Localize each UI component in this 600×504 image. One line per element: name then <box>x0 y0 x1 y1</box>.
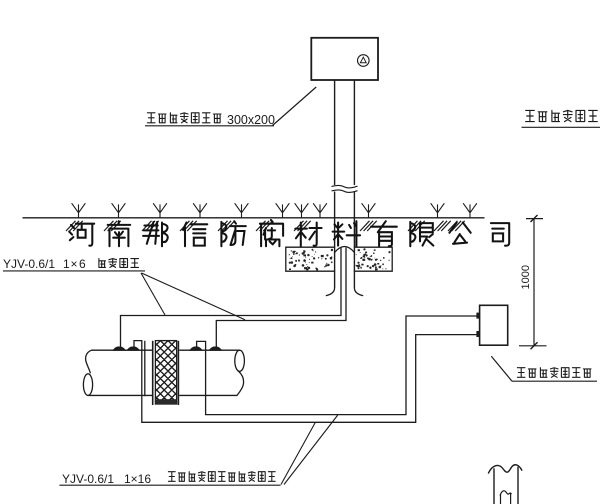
svg-text:1: 1 <box>63 257 70 271</box>
svg-text:YJV-0.6/1: YJV-0.6/1 <box>3 257 55 271</box>
svg-text:6: 6 <box>79 257 86 271</box>
svg-text:×: × <box>71 257 78 271</box>
svg-text:1000: 1000 <box>520 265 532 289</box>
svg-text:1×16: 1×16 <box>124 472 151 486</box>
svg-text:300x200: 300x200 <box>227 113 275 127</box>
svg-text:YJV-0.6/1: YJV-0.6/1 <box>62 472 114 486</box>
